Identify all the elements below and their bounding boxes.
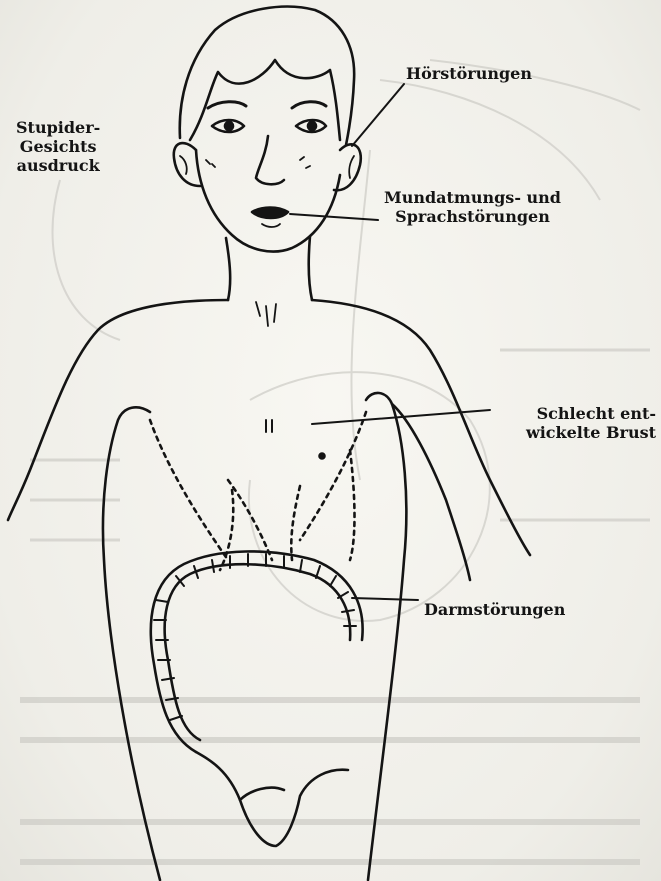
right-eyebrow [292, 102, 326, 108]
face-contour [196, 150, 340, 252]
neck [226, 238, 230, 300]
leader-hearing [352, 84, 404, 146]
bleed-through-texture [20, 60, 650, 862]
nipple-mark [320, 454, 325, 459]
label-chest-line2: wickelte Brust [496, 423, 656, 442]
label-intestine: Darmstörungen [424, 600, 565, 619]
label-mouth-breathing-line1: Mundatmungs- und [384, 188, 561, 207]
label-hearing: Hörstörungen [406, 64, 532, 83]
hair-outline [180, 7, 354, 145]
sternum-mark [266, 420, 272, 432]
label-stupid-face: Stupider- Gesichts ausdruck [16, 118, 100, 175]
left-eyebrow [208, 102, 246, 108]
leader-mouth [290, 214, 378, 220]
nose [256, 136, 284, 184]
open-mouth [252, 208, 288, 219]
label-stupid-face-line2: Gesichts [16, 137, 100, 156]
label-mouth-breathing-line2: Sprachstörungen [384, 207, 561, 226]
pelvis-outline [196, 752, 348, 846]
label-stupid-face-line3: ausdruck [16, 156, 100, 175]
label-chest-line1: Schlecht ent- [496, 404, 656, 423]
right-torso-side [366, 393, 406, 880]
leader-intestine [352, 598, 418, 600]
intestine-loop [151, 551, 363, 752]
rib-cage-outline [150, 420, 272, 570]
label-stupid-face-line1: Stupider- [16, 118, 100, 137]
label-mouth-breathing: Mundatmungs- und Sprachstörungen [384, 188, 561, 226]
label-chest: Schlecht ent- wickelte Brust [496, 404, 656, 442]
left-shoulder-arm [8, 300, 228, 520]
